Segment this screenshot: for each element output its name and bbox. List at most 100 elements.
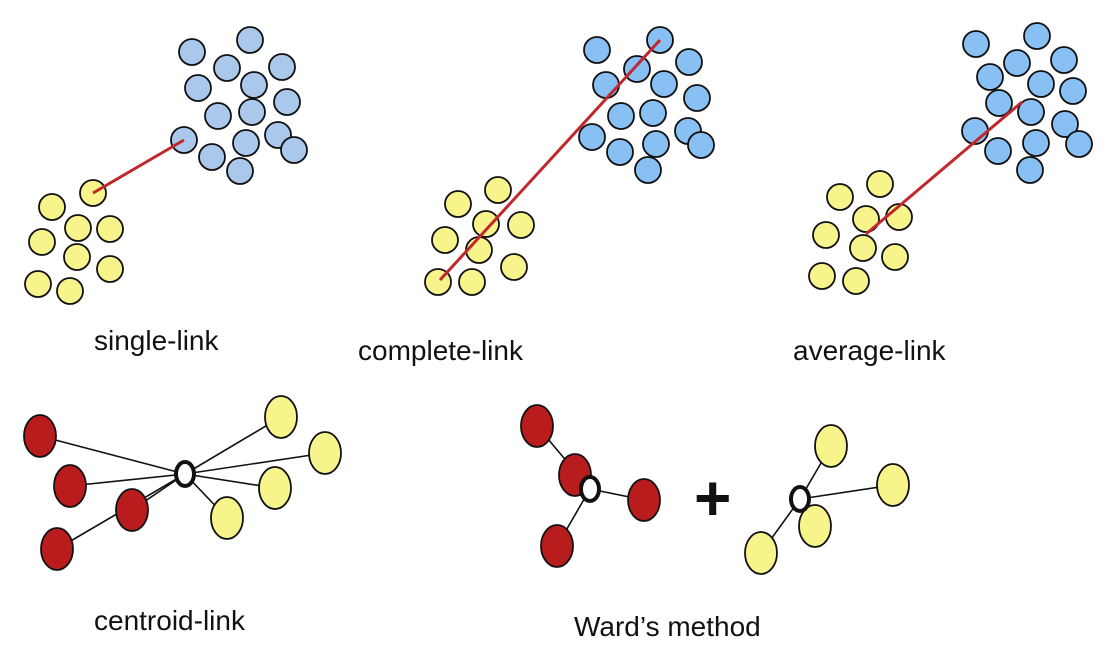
red-cluster: [23, 414, 149, 571]
yellow-cluster: [744, 424, 910, 575]
blue-point: [213, 54, 241, 82]
blue-point: [1051, 110, 1079, 138]
yellow-point: [826, 183, 854, 211]
yellow-point: [28, 228, 56, 256]
blue-point: [634, 156, 662, 184]
panel-wards-method: + Ward’s method: [520, 404, 910, 642]
complete-link-line: [438, 38, 662, 282]
blue-cluster: [961, 22, 1093, 184]
yellow-point: [812, 221, 840, 249]
panel-complete-link: complete-link: [358, 26, 715, 366]
yellow-cluster: [24, 179, 124, 305]
blue-point: [592, 71, 620, 99]
yellow-point: [96, 215, 124, 243]
yellow-cluster: [210, 395, 342, 540]
yellow-point: [876, 463, 910, 507]
yellow-point: [210, 496, 244, 540]
blue-point: [984, 137, 1012, 165]
blue-point: [232, 129, 260, 157]
blue-point: [1017, 98, 1045, 126]
blue-point: [607, 102, 635, 130]
yellow-cluster: [808, 170, 913, 295]
yellow-point: [744, 531, 778, 575]
blue-point: [1050, 46, 1078, 74]
yellow-point: [842, 267, 870, 295]
blue-point: [650, 70, 678, 98]
red-point: [520, 404, 554, 448]
yellow-point: [264, 395, 298, 439]
blue-point: [204, 102, 232, 130]
yellow-point: [458, 268, 486, 296]
blue-point: [1023, 22, 1051, 50]
blue-point: [280, 136, 308, 164]
yellow-point: [852, 205, 880, 233]
blue-point: [236, 26, 264, 54]
yellow-point: [500, 253, 528, 281]
caption-centroid-link: centroid-link: [94, 605, 246, 636]
yellow-point: [507, 211, 535, 239]
red-point: [53, 464, 87, 508]
spoke: [39, 435, 186, 475]
yellow-point: [258, 466, 292, 510]
yellow-point: [814, 424, 848, 468]
centroid-marker: [579, 475, 601, 503]
yellow-point: [431, 226, 459, 254]
caption-complete-link: complete-link: [358, 335, 524, 366]
blue-point: [198, 143, 226, 171]
blue-cluster: [170, 26, 308, 185]
blue-point: [238, 98, 266, 126]
yellow-point: [808, 262, 836, 290]
caption-single-link: single-link: [94, 325, 219, 356]
yellow-point: [866, 170, 894, 198]
blue-point: [675, 48, 703, 76]
caption-average-link: average-link: [793, 335, 947, 366]
yellow-point: [798, 504, 832, 548]
blue-point: [976, 63, 1004, 91]
blue-point: [1027, 70, 1055, 98]
spoke: [184, 416, 282, 475]
yellow-point: [881, 243, 909, 271]
blue-point: [1022, 129, 1050, 157]
blue-point: [606, 138, 634, 166]
blue-point: [1003, 49, 1031, 77]
yellow-point: [484, 176, 512, 204]
blue-point: [583, 36, 611, 64]
blue-point: [578, 123, 606, 151]
blue-point: [687, 131, 715, 159]
yellow-point: [38, 193, 66, 221]
yellow-point: [96, 255, 124, 283]
blue-point: [642, 130, 670, 158]
blue-point: [240, 71, 268, 99]
blue-point: [639, 99, 667, 127]
blue-point: [985, 89, 1013, 117]
average-link-line: [865, 100, 1023, 236]
blue-point: [623, 55, 651, 83]
yellow-point: [444, 190, 472, 218]
red-point: [115, 488, 149, 532]
plus-operator: +: [694, 462, 731, 534]
blue-point: [273, 88, 301, 116]
caption-wards-method: Ward’s method: [574, 611, 761, 642]
blue-cluster: [578, 26, 715, 184]
panel-centroid-link: centroid-link: [23, 395, 342, 636]
blue-point: [226, 157, 254, 185]
yellow-cluster: [424, 176, 535, 296]
yellow-point: [849, 234, 877, 262]
blue-point: [178, 38, 206, 66]
spoke: [69, 473, 186, 487]
red-point: [40, 527, 74, 571]
yellow-point: [63, 243, 91, 271]
red-point: [627, 478, 661, 522]
blue-point: [1065, 130, 1093, 158]
panel-single-link: single-link: [24, 26, 308, 356]
yellow-point: [24, 270, 52, 298]
blue-point: [1016, 156, 1044, 184]
blue-point: [1059, 77, 1087, 105]
yellow-point: [308, 431, 342, 475]
blue-point: [683, 84, 711, 112]
blue-point: [268, 53, 296, 81]
yellow-point: [64, 214, 92, 242]
yellow-point: [56, 277, 84, 305]
single-link-line: [92, 138, 185, 195]
